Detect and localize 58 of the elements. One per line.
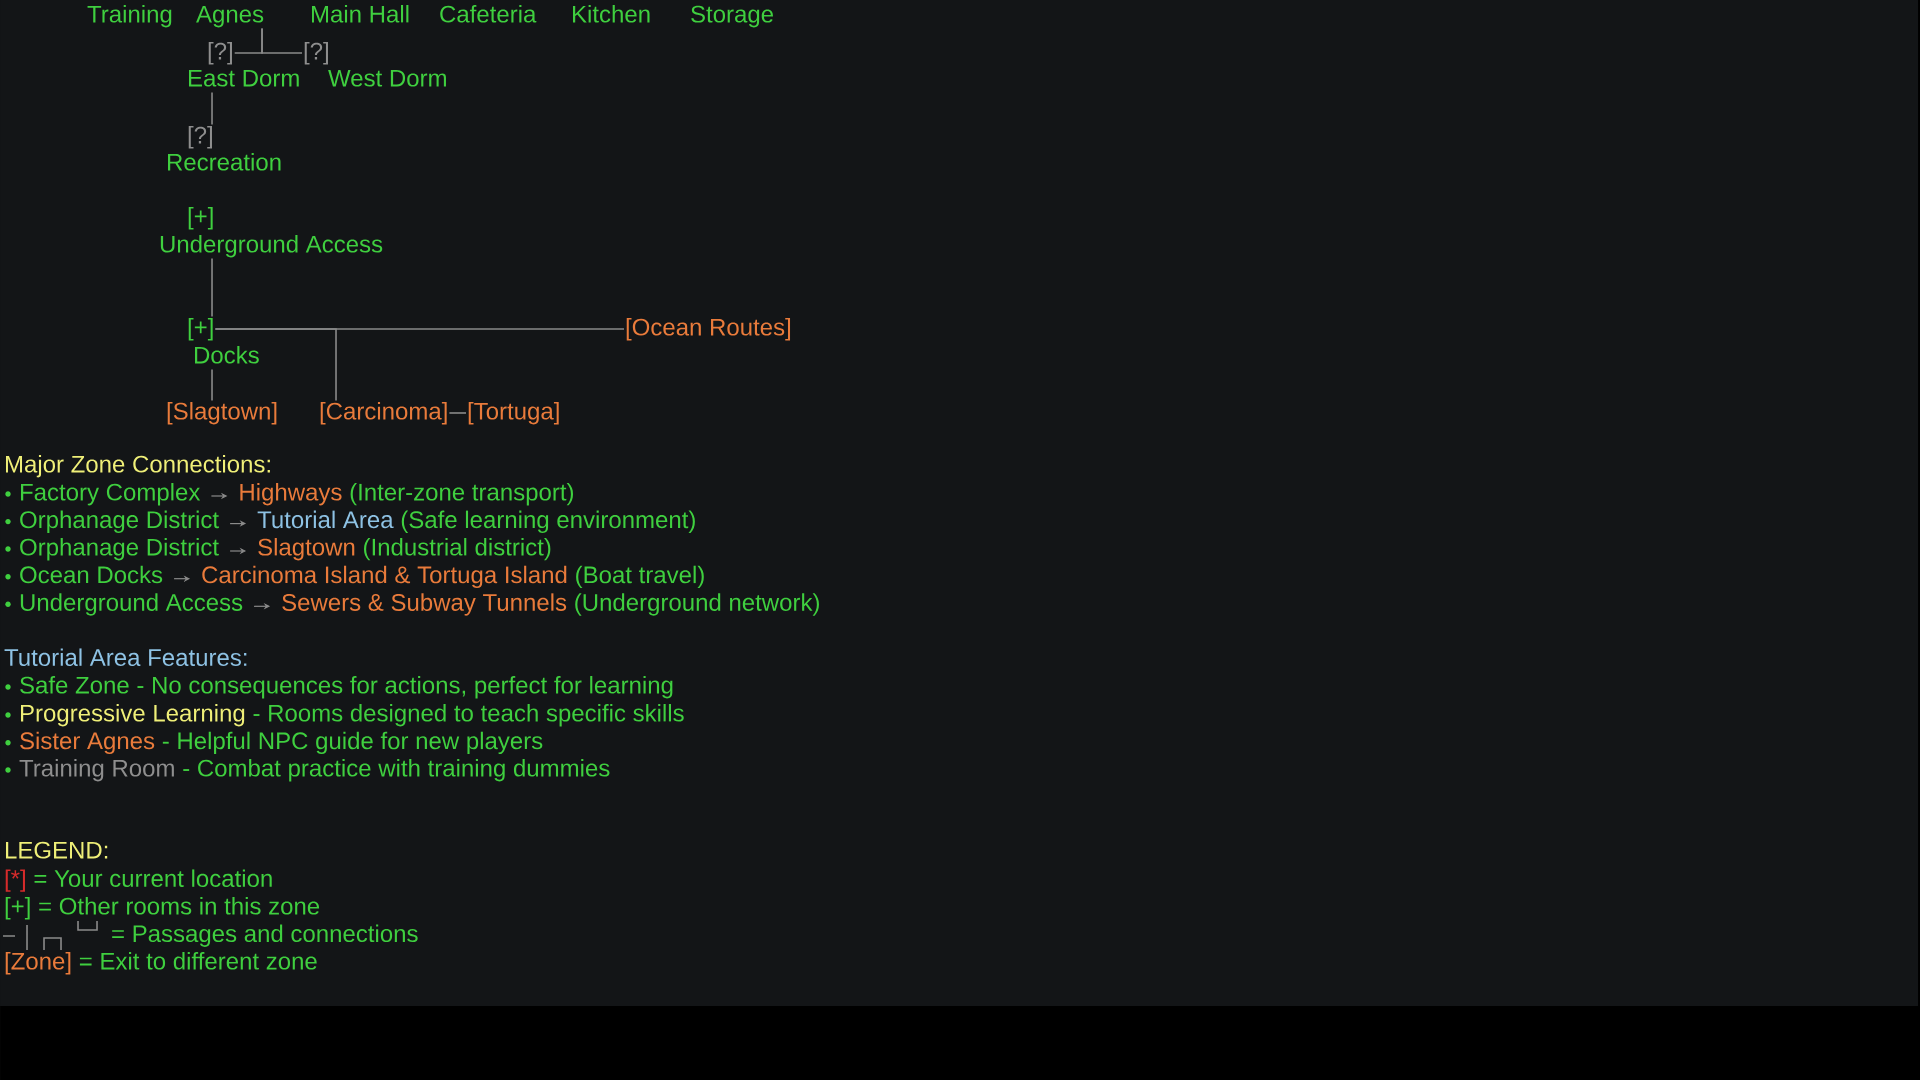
- list-text: Slagtown: [258, 538, 355, 561]
- zone-exit-label: [Tortuga]: [468, 402, 559, 425]
- room-label: Training: [87, 5, 172, 28]
- list-text: Factory Complex: [21, 483, 201, 506]
- list-text: Carcinoma Island & Tortuga Island: [202, 565, 567, 589]
- list-text: Orphanage District: [20, 510, 219, 533]
- passage-line: [214, 328, 337, 402]
- room-label: East Dorm: [189, 69, 299, 87]
- list-text: Progressive Learning: [21, 704, 245, 727]
- list-text: (Boat travel): [576, 565, 704, 589]
- section-heading: Tutorial Area Features:: [4, 648, 247, 666]
- list-text: (Inter-zone transport): [350, 483, 573, 506]
- list-text: Safe Zone - No consequences for actions, perfect for learning: [20, 676, 673, 699]
- room-marker: [?]: [188, 126, 212, 149]
- passage-line: [448, 412, 467, 414]
- list-text: - Helpful NPC guide for new players: [162, 731, 543, 755]
- room-marker: [+]: [188, 318, 213, 341]
- room-label: Agnes: [196, 5, 264, 28]
- passage-line: [211, 368, 213, 402]
- list-text: Tutorial Area: [257, 510, 394, 529]
- zone-exit-label: [Ocean Routes]: [626, 318, 791, 341]
- legend-text: = Passages and connections: [112, 924, 418, 947]
- list-text: Orphanage District: [20, 538, 219, 561]
- room-label: Underground Access: [160, 235, 383, 258]
- room-marker: [+]: [188, 207, 213, 230]
- section-heading: Major Zone Connections:: [6, 455, 270, 478]
- list-text: Sister Agnes: [20, 731, 155, 755]
- zone-exit-label: [Slagtown]: [167, 402, 277, 425]
- room-marker: [?]: [304, 42, 328, 65]
- legend-symbol: [+]: [5, 897, 30, 920]
- list-text: - Combat practice with training dummies: [183, 759, 610, 782]
- room-label: Recreation: [168, 153, 281, 171]
- room-label: Kitchen: [573, 5, 650, 23]
- zone-exit-label: [Carcinoma]: [320, 402, 447, 425]
- room-label: Storage: [691, 5, 773, 28]
- list-text: (Industrial district): [364, 538, 551, 561]
- list-text: Sewers & Subway Tunnels: [282, 593, 567, 616]
- passage-line: [211, 91, 213, 126]
- legend-text: = Exit to different zone: [79, 952, 317, 970]
- legend-text: = Your current location: [34, 869, 272, 887]
- room-label: Main Hall: [312, 5, 409, 23]
- list-text: Ocean Docks: [20, 565, 163, 584]
- room-label: Docks: [195, 346, 259, 364]
- passage-line: [261, 27, 303, 54]
- list-text: (Safe learning environment): [401, 510, 695, 533]
- legend-symbol: [Zone]: [5, 952, 71, 975]
- legend-symbol: [*]: [5, 869, 25, 892]
- list-text: - Rooms designed to teach specific skills: [253, 704, 684, 727]
- room-label: West Dorm: [328, 69, 446, 87]
- legend-text: = Other rooms in this zone: [39, 897, 320, 915]
- list-text: Highways: [240, 483, 342, 506]
- room-marker: [?]: [208, 42, 232, 65]
- list-text: Training Room: [19, 759, 174, 782]
- passage-line: [211, 257, 213, 318]
- list-text: (Underground network): [575, 593, 819, 616]
- list-text: Underground Access: [20, 593, 243, 616]
- room-label: Cafeteria: [440, 5, 537, 23]
- section-heading: LEGEND:: [6, 841, 108, 859]
